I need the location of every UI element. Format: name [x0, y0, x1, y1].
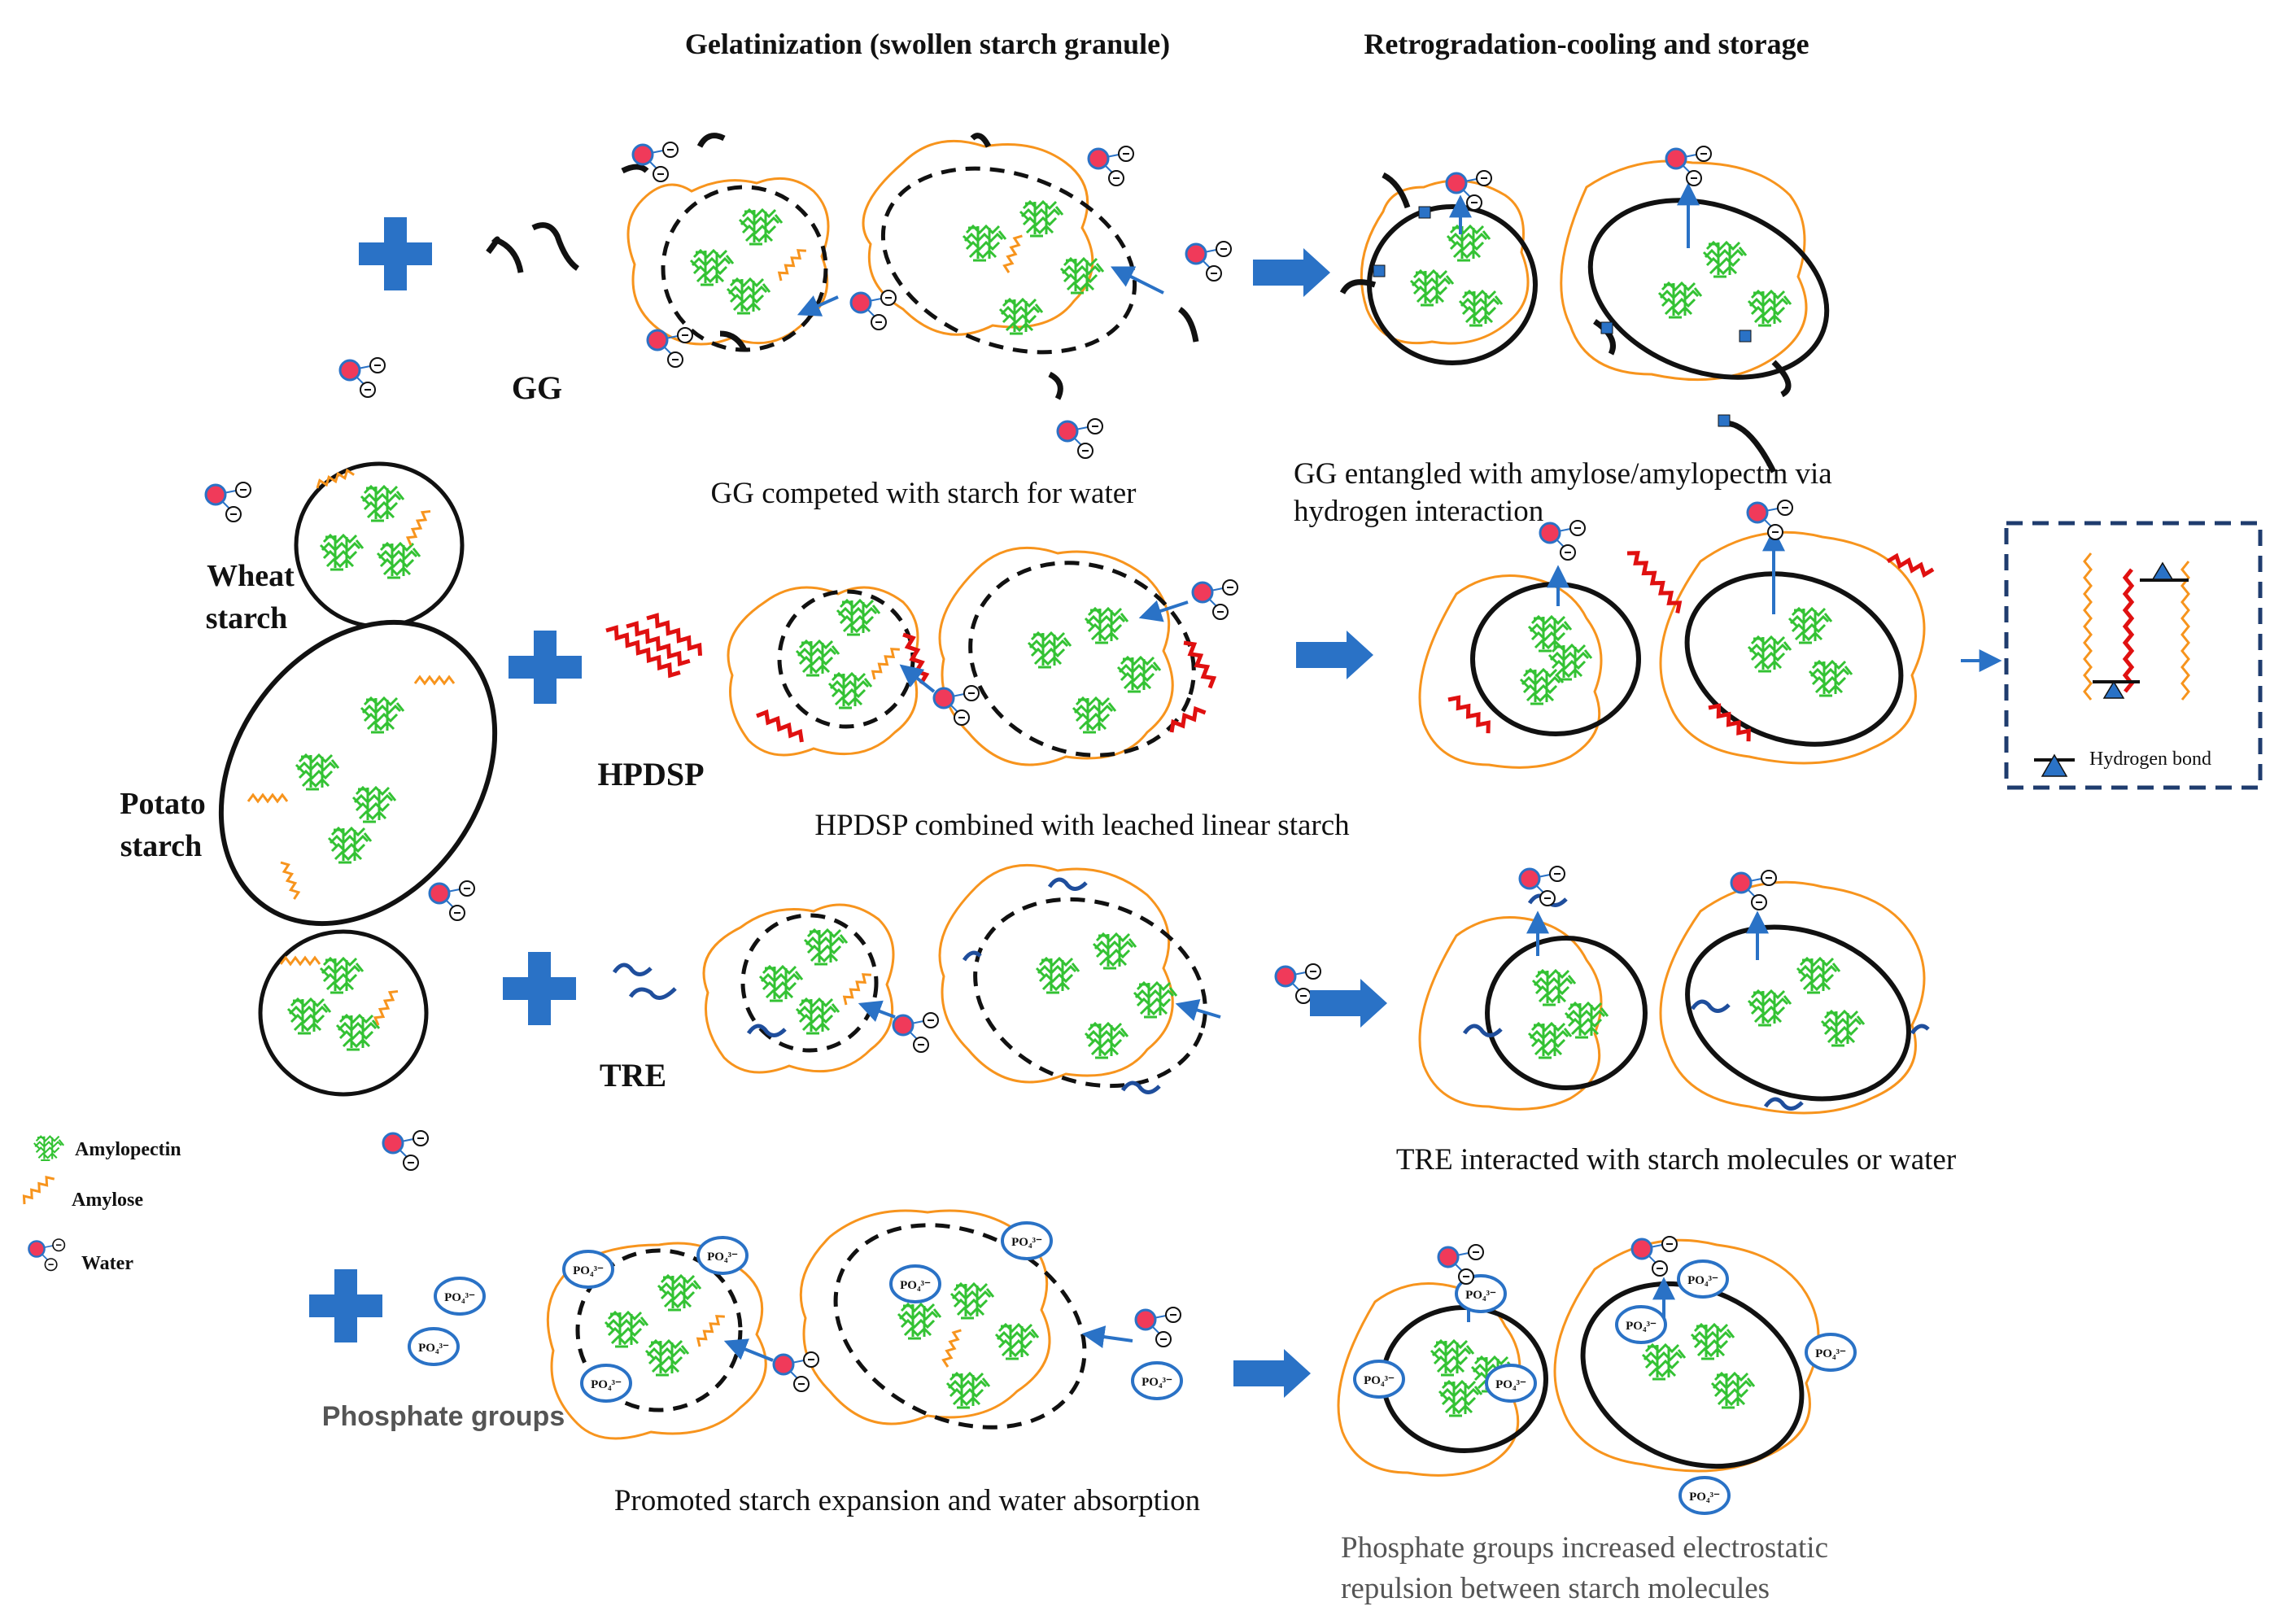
svg-text:Wheat: Wheat — [207, 559, 295, 593]
legend: Amylopectin Amylose Water — [19, 1135, 181, 1274]
legend-amylose-label: Amylose — [72, 1190, 143, 1211]
legend-amylose-icon — [19, 1172, 56, 1206]
plus-icon — [359, 217, 432, 290]
gg-swollen-granules — [621, 133, 1233, 460]
tre-swollen-granules — [702, 863, 1322, 1094]
hpdsp-retrograded-granules — [1418, 499, 1935, 769]
gg-retrograded-granules — [1339, 145, 1830, 474]
plus-icon — [309, 1269, 382, 1342]
hpdsp-gelatinization-caption: HPDSP combined with leached linear starc… — [814, 809, 1350, 842]
phosphate-retrograded-granules — [1337, 1235, 1857, 1515]
arrow-icon — [1233, 1349, 1311, 1398]
phosphate-retrogradation-caption: Phosphate groups increased electrostatic… — [1341, 1531, 1828, 1605]
arrow-icon — [1253, 248, 1330, 297]
water-molecule — [382, 1129, 430, 1172]
tre-retrograded-granules — [1418, 865, 1930, 1115]
gg-chains — [486, 222, 580, 273]
potato-starch-granule — [218, 619, 498, 927]
hpdsp-label: HPDSP — [597, 756, 704, 792]
water-molecule — [338, 356, 386, 399]
phosphate-swollen-granules — [546, 1209, 1183, 1440]
svg-text:Potato: Potato — [120, 787, 206, 821]
arrow-icon — [1310, 979, 1387, 1028]
water-molecule — [428, 880, 476, 922]
hydrogen-bond-label: Hydrogen bond — [2089, 749, 2211, 770]
phosphate-icon — [408, 1327, 460, 1366]
phosphate-icon — [434, 1277, 486, 1316]
legend-amylopectin-icon — [33, 1135, 65, 1162]
gg-label: GG — [512, 369, 562, 406]
legend-water-icon — [28, 1238, 66, 1272]
svg-text:GG entangled with amylose/amyl: GG entangled with amylose/amylopectin vi… — [1294, 457, 1832, 491]
gg-retrogradation-caption: GG entangled with amylose/amylopectin vi… — [1294, 457, 1832, 528]
legend-water-label: Water — [81, 1253, 133, 1274]
plus-icon — [509, 631, 582, 704]
phosphate-gelatinization-caption: Promoted starch expansion and water abso… — [614, 1484, 1200, 1517]
arrow-icon — [1296, 631, 1373, 679]
header-retrogradation: Retrogradation-cooling and storage — [1364, 28, 1809, 60]
header-gelatinization: Gelatinization (swollen starch granule) — [685, 28, 1170, 60]
svg-text:Phosphate groups increased ele: Phosphate groups increased electrostatic — [1341, 1531, 1828, 1565]
svg-text:repulsion between starch molec: repulsion between starch molecules — [1341, 1572, 1770, 1605]
tre-chains — [612, 963, 677, 1000]
mixed-starch-granule — [258, 929, 429, 1097]
legend-amylopectin-label: Amylopectin — [75, 1139, 181, 1160]
svg-text:hydrogen interaction: hydrogen interaction — [1294, 495, 1543, 528]
phosphate-label: Phosphate groups — [322, 1401, 565, 1432]
tre-label: TRE — [600, 1057, 666, 1094]
wheat-starch-granule — [294, 461, 465, 629]
plus-icon — [503, 952, 576, 1025]
water-molecule — [204, 481, 252, 523]
tre-retrogradation-caption: TRE interacted with starch molecules or … — [1396, 1143, 1956, 1177]
potato-starch-label: Potato starch — [120, 787, 206, 863]
hydrogen-bond-inset: Hydrogen bond — [2004, 521, 2263, 790]
svg-text:starch: starch — [206, 601, 288, 635]
gg-gelatinization-caption: GG competed with starch for water — [711, 477, 1137, 510]
wheat-starch-label: Wheat starch — [206, 559, 295, 635]
hpdsp-swollen-granules — [727, 546, 1239, 766]
svg-text:starch: starch — [120, 829, 203, 863]
hpdsp-chains — [605, 613, 703, 679]
